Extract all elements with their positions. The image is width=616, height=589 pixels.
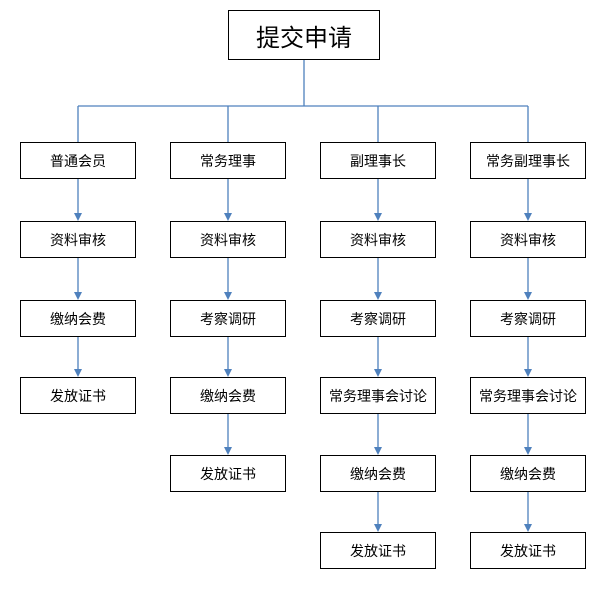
column-0-arrow-0 (74, 213, 82, 221)
column-3-arrow-3 (524, 447, 532, 455)
column-3-step-node-2: 常务理事会讨论 (470, 377, 586, 414)
column-3-step-node-0: 资料审核 (470, 221, 586, 258)
column-3-arrow-2 (524, 369, 532, 377)
column-3-arrow-1 (524, 292, 532, 300)
column-2-step-node-0: 资料审核 (320, 221, 436, 258)
column-1-arrow-0 (224, 213, 232, 221)
column-3-title-node: 常务副理事长 (470, 142, 586, 179)
column-2-step-node-3: 缴纳会费 (320, 455, 436, 492)
column-0-title-node: 普通会员 (20, 142, 136, 179)
column-2-step-node-2: 常务理事会讨论 (320, 377, 436, 414)
column-1-step-node-0: 资料审核 (170, 221, 286, 258)
column-0-arrow-1 (74, 292, 82, 300)
column-0-step-node-0: 资料审核 (20, 221, 136, 258)
column-3-arrow-0 (524, 213, 532, 221)
column-2-arrow-2 (374, 369, 382, 377)
column-2-arrow-3 (374, 447, 382, 455)
column-2-step-node-4: 发放证书 (320, 532, 436, 569)
column-1-step-node-1: 考察调研 (170, 300, 286, 337)
column-2-title-node: 副理事长 (320, 142, 436, 179)
column-0-arrow-2 (74, 369, 82, 377)
column-0-step-node-2: 发放证书 (20, 377, 136, 414)
column-2-step-node-1: 考察调研 (320, 300, 436, 337)
column-1-step-node-3: 发放证书 (170, 455, 286, 492)
column-1-arrow-3 (224, 447, 232, 455)
column-2-arrow-1 (374, 292, 382, 300)
column-1-arrow-2 (224, 369, 232, 377)
root-node-submit-application: 提交申请 (228, 10, 380, 60)
column-0-step-node-1: 缴纳会费 (20, 300, 136, 337)
column-3-step-node-1: 考察调研 (470, 300, 586, 337)
column-1-title-node: 常务理事 (170, 142, 286, 179)
column-3-arrow-4 (524, 524, 532, 532)
column-2-arrow-4 (374, 524, 382, 532)
column-3-step-node-4: 发放证书 (470, 532, 586, 569)
column-1-arrow-1 (224, 292, 232, 300)
column-1-step-node-2: 缴纳会费 (170, 377, 286, 414)
column-2-arrow-0 (374, 213, 382, 221)
column-3-step-node-3: 缴纳会费 (470, 455, 586, 492)
